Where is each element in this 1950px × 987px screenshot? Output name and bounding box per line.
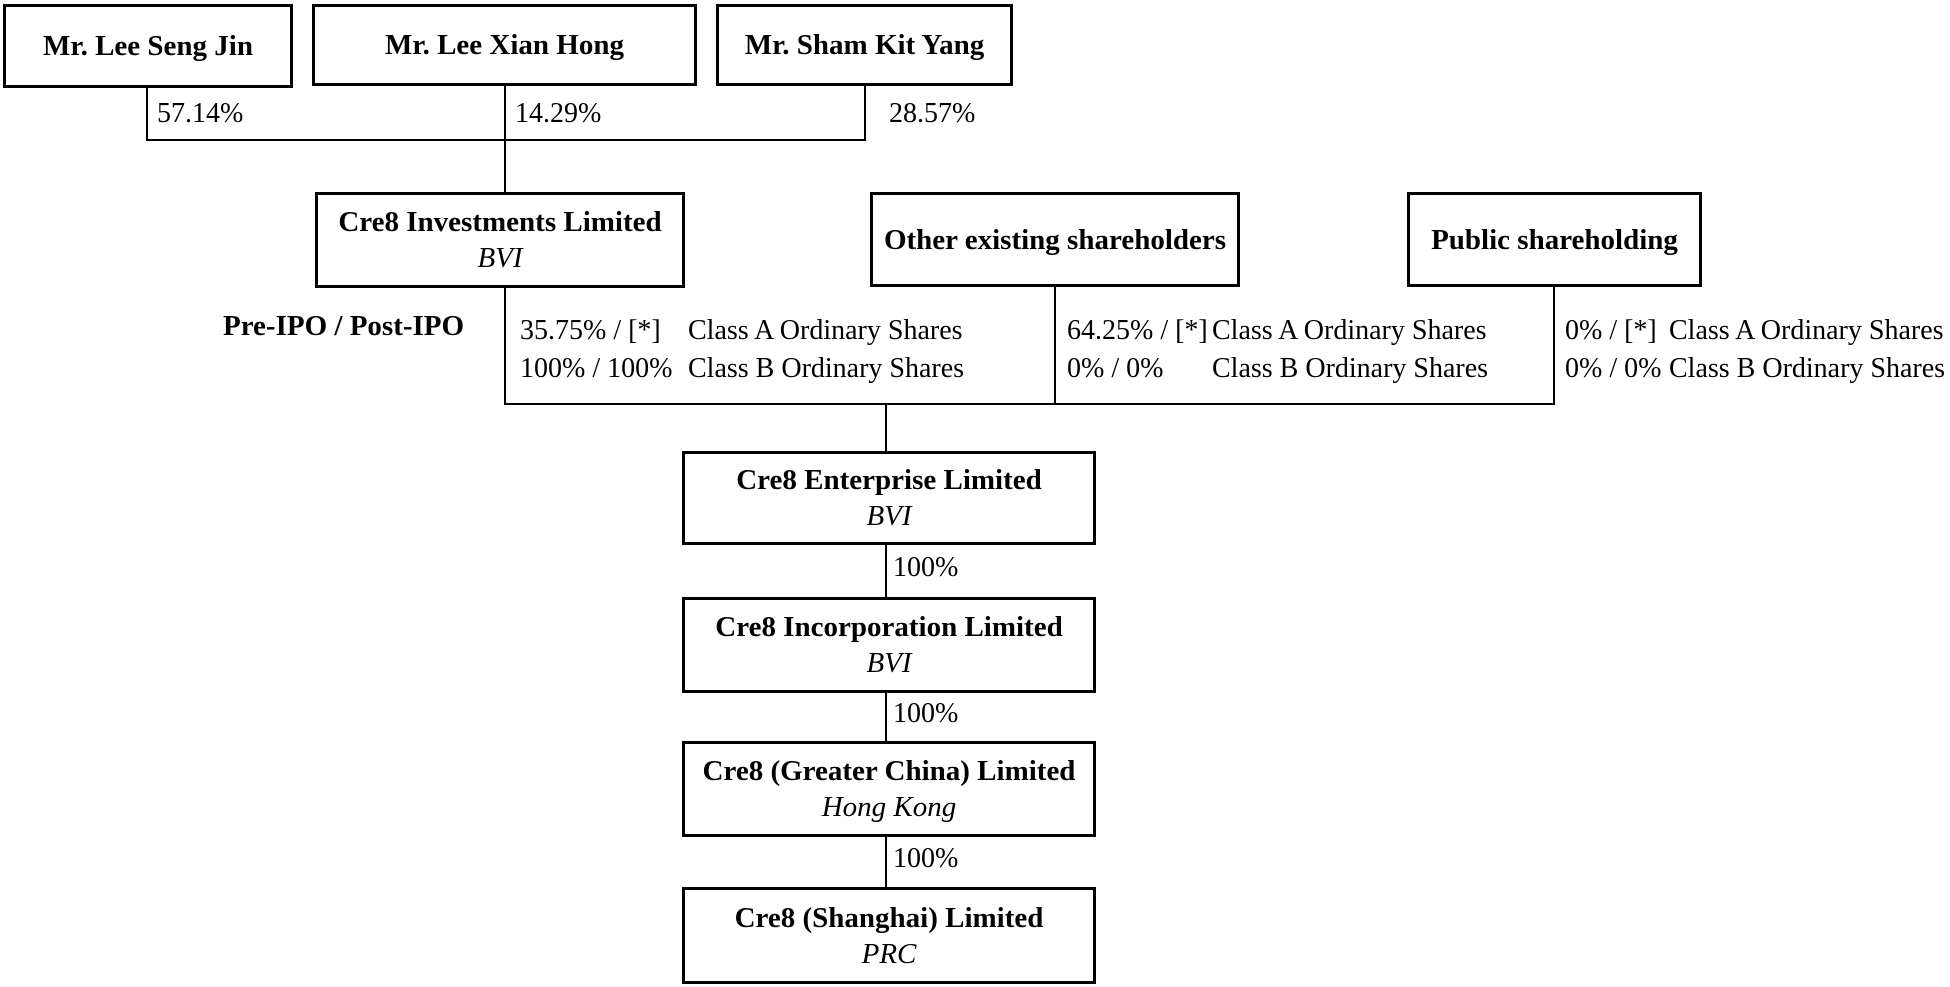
connector-line [146,139,866,141]
class-a-pct: 64.25% / [*] [1067,315,1208,346]
company-box-cre8-incorporation: Cre8 Incorporation Limited BVI [682,597,1096,693]
connector-line [504,288,506,405]
company-box-cre8-greater-china: Cre8 (Greater China) Limited Hong Kong [682,741,1096,837]
class-b-pct: 0% / 0% [1565,353,1662,384]
company-box-cre8-shanghai: Cre8 (Shanghai) Limited PRC [682,887,1096,984]
class-a-pct: 0% / [*] [1565,315,1657,346]
class-b-label: Class B Ordinary Shares [1669,353,1946,384]
shareholder-name: Mr. Lee Xian Hong [385,29,624,61]
company-name: Cre8 Investments Limited [338,206,662,238]
company-jurisdiction: BVI [477,242,523,274]
company-jurisdiction: BVI [866,647,912,679]
company-box-cre8-investments: Cre8 Investments Limited BVI [315,192,685,288]
ownership-pct-label: 28.57% [889,98,976,129]
pre-post-ipo-label: Pre-IPO / Post-IPO [223,310,465,342]
connector-line [864,84,866,141]
connector-line [885,837,887,887]
company-jurisdiction: PRC [861,937,917,970]
class-a-label: Class A Ordinary Shares [1212,315,1487,346]
class-b-pct: 100% / 100% [520,353,673,384]
company-name: Cre8 (Greater China) Limited [702,755,1076,787]
share-column-other-existing: 64.25% / [*]Class A Ordinary Shares 0% /… [1067,312,1488,388]
connector-line [885,405,887,451]
connector-line [1054,287,1056,405]
ownership-pct-label: 100% [893,843,959,874]
ownership-pct-label: 57.14% [157,98,244,129]
class-b-row: 0% / 0% Class B Ordinary Shares [1067,350,1488,388]
class-b-label: Class B Ordinary Shares [688,353,965,384]
ownership-pct-label: 100% [893,698,959,729]
connector-line [1553,287,1555,405]
class-a-row: 64.25% / [*]Class A Ordinary Shares [1067,312,1488,350]
shareholder-box-other-existing: Other existing shareholders [870,192,1240,287]
class-a-row: 35.75% / [*] Class A Ordinary Shares [520,312,964,350]
connector-line [504,84,506,192]
shareholder-name: Public shareholding [1431,223,1678,256]
class-b-row: 100% / 100% Class B Ordinary Shares [520,350,964,388]
ownership-pct-label: 100% [893,552,959,583]
company-jurisdiction: BVI [866,500,912,532]
share-column-cre8-investments: 35.75% / [*] Class A Ordinary Shares 100%… [520,312,964,388]
shareholder-box-lee-seng-jin: Mr. Lee Seng Jin [3,4,293,88]
company-jurisdiction: Hong Kong [821,791,957,823]
shareholder-box-lee-xian-hong: Mr. Lee Xian Hong [312,4,697,86]
shareholder-name: Other existing shareholders [883,223,1227,256]
class-b-label: Class B Ordinary Shares [1212,353,1489,384]
connector-line [885,693,887,741]
connector-line [146,86,148,141]
class-a-row: 0% / [*] Class A Ordinary Shares [1565,312,1945,350]
shareholder-box-sham-kit-yang: Mr. Sham Kit Yang [716,4,1013,86]
company-name: Cre8 (Shanghai) Limited [734,901,1044,934]
connector-line [885,545,887,597]
class-b-row: 0% / 0%Class B Ordinary Shares [1565,350,1945,388]
shareholder-name: Mr. Sham Kit Yang [744,29,985,61]
ownership-pct-label: 14.29% [515,98,602,129]
class-a-label: Class A Ordinary Shares [688,315,963,346]
shareholder-box-public: Public shareholding [1407,192,1702,287]
class-a-label: Class A Ordinary Shares [1669,315,1944,346]
shareholder-name: Mr. Lee Seng Jin [43,30,253,62]
class-b-pct: 0% / 0% [1067,353,1164,384]
class-a-pct: 35.75% / [*] [520,315,661,346]
connector-line [504,403,1555,405]
share-column-public: 0% / [*] Class A Ordinary Shares 0% / 0%C… [1565,312,1945,388]
company-box-cre8-enterprise: Cre8 Enterprise Limited BVI [682,451,1096,545]
company-name: Cre8 Enterprise Limited [736,464,1042,496]
company-name: Cre8 Incorporation Limited [715,611,1063,643]
